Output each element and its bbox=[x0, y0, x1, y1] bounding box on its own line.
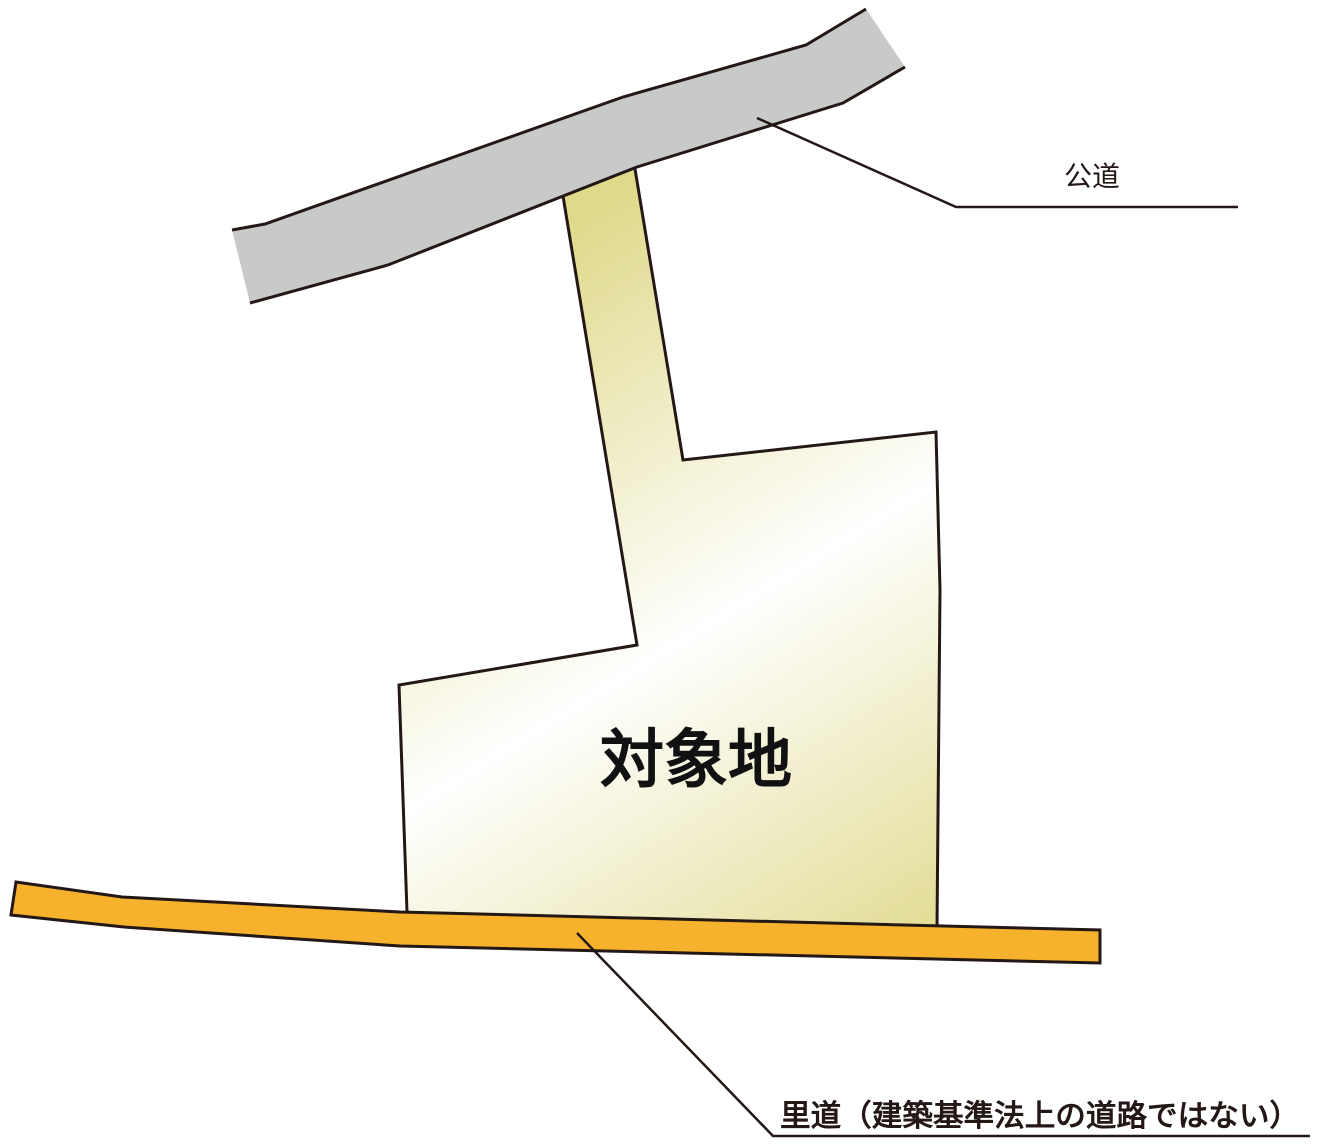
public-road-label: 公道 bbox=[1064, 160, 1120, 193]
private-road bbox=[9, 880, 1102, 965]
private-road-label: 里道（建築基準法上の道路ではない） bbox=[780, 1099, 1300, 1134]
public-road bbox=[232, 9, 905, 303]
subject-site-outline-right bbox=[633, 168, 942, 929]
public-road-edge-bottom bbox=[249, 65, 906, 305]
subject-site-label: 対象地 bbox=[600, 723, 792, 798]
private-road-leader-line bbox=[576, 932, 1310, 1138]
subject-site-lot bbox=[399, 169, 940, 928]
public-road-edge-top bbox=[231, 7, 867, 232]
public-road-leader-line bbox=[756, 116, 1238, 209]
subject-site-outline bbox=[397, 195, 639, 913]
